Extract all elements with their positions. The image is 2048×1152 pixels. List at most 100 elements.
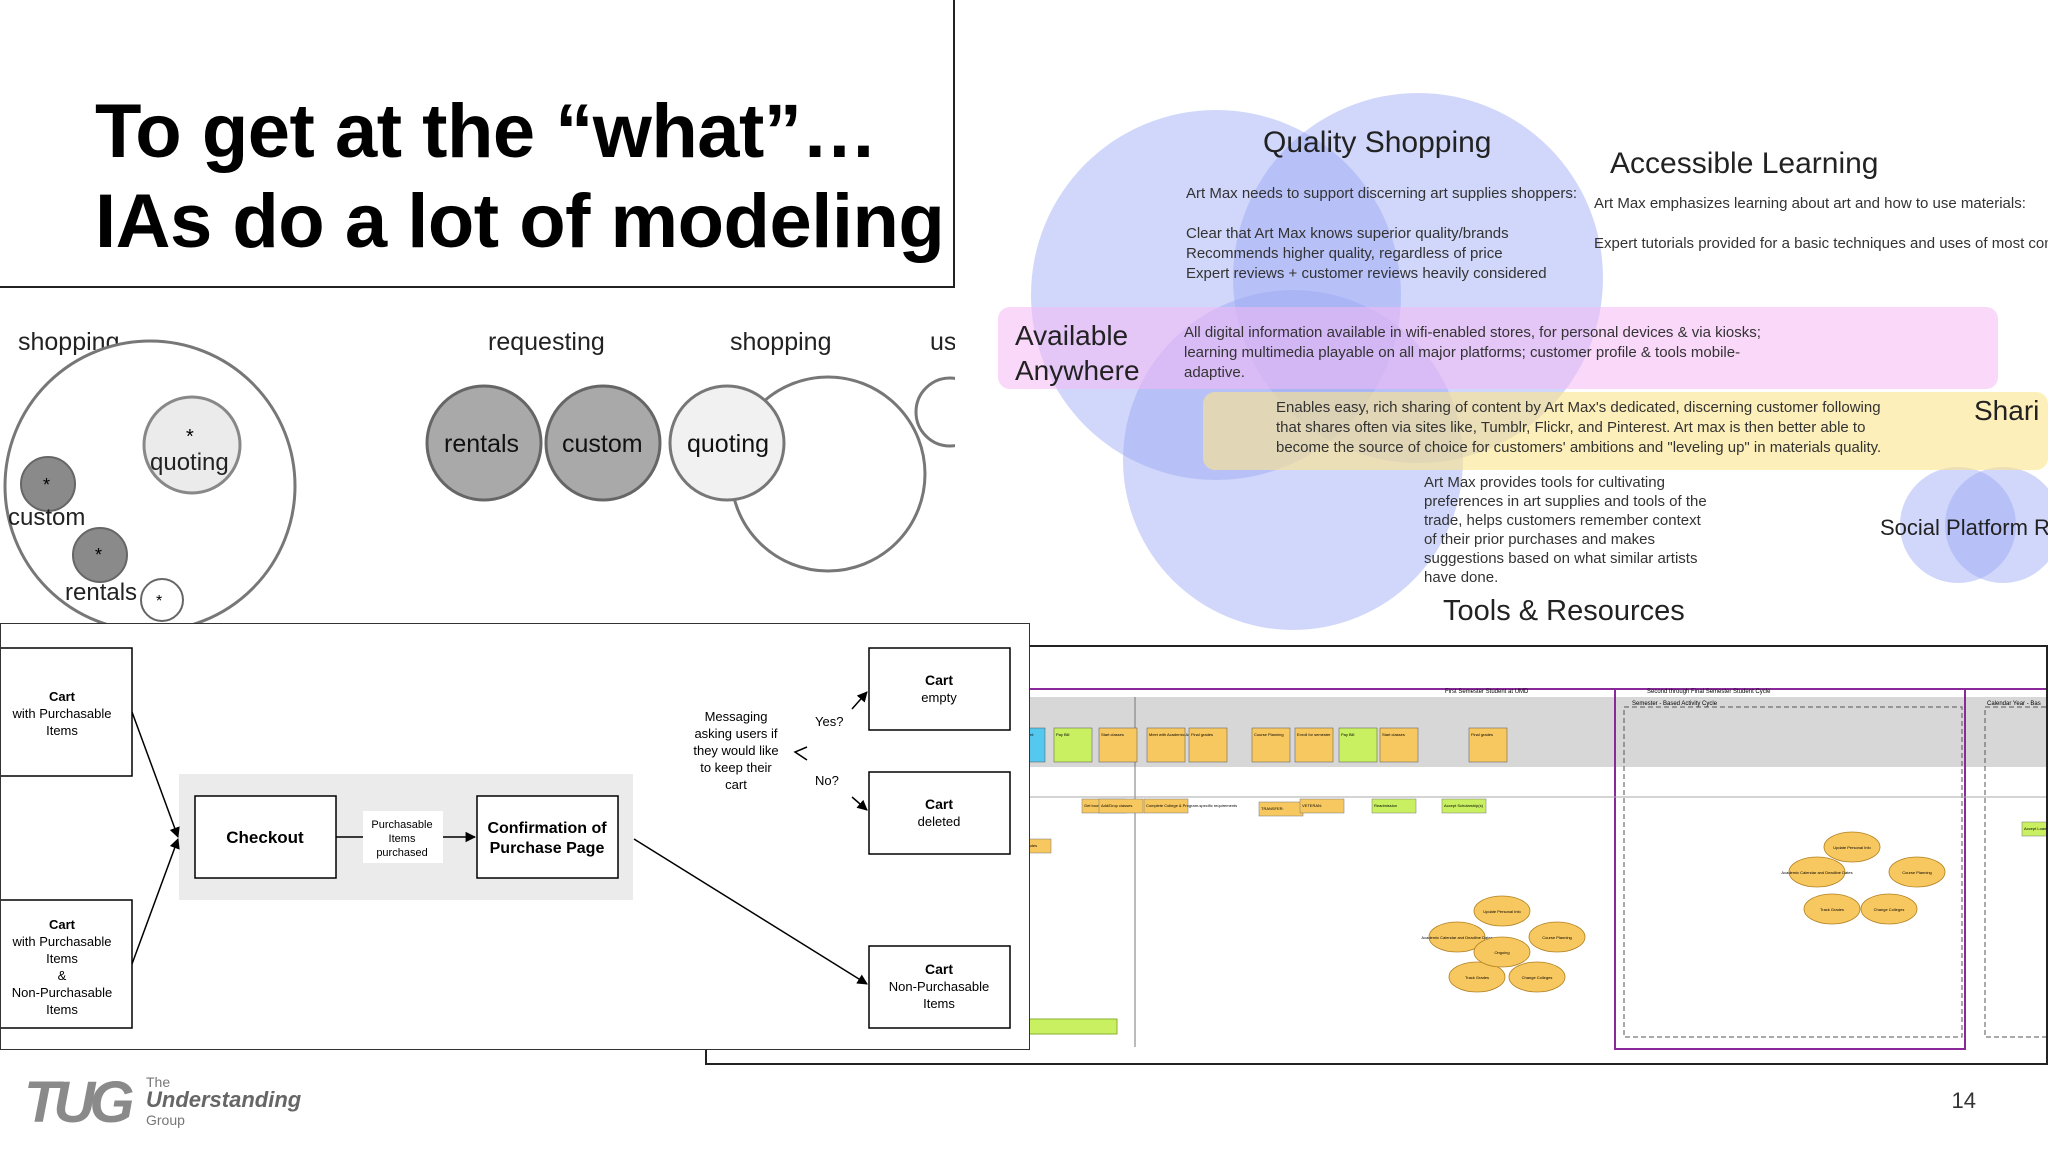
logo-line-2: Understanding (146, 1087, 302, 1112)
social-circle-1 (1900, 467, 2016, 583)
cart-mixed-line3: Items (46, 951, 78, 966)
tools-title: Tools & Resources (1443, 595, 1685, 627)
journey-bubble-label: Track Grades (1820, 907, 1844, 912)
edge-label-bg (363, 811, 443, 863)
journey-step-label: Final grades (1191, 732, 1213, 737)
messaging-line3: they would like (693, 743, 778, 758)
journey-step-label: Final grades (1471, 732, 1493, 737)
company-logo: TUG The Understanding Group (24, 1070, 314, 1135)
checkout-flowchart: Cart with Purchasable Items Cart with Pu… (0, 623, 1030, 1050)
journey-bubble-label: Ongoing (1494, 950, 1509, 955)
logo-mark: TUG (24, 1070, 133, 1130)
journey-bubble-label: Track Grades (1465, 975, 1489, 980)
journey-step-label: Course Planning (1254, 732, 1284, 737)
journey-bubble (1860, 893, 1918, 925)
tiny-asterisk: * (156, 593, 162, 610)
journey-bubble (1823, 831, 1881, 863)
journey-bubble (1803, 893, 1861, 925)
journey-note-label: Add/Drop classes (1101, 803, 1132, 808)
checkout-node (194, 795, 337, 879)
social-title: Social Platform R (1880, 515, 2048, 540)
available-band (998, 307, 1998, 389)
edge-label-2: Items (389, 833, 416, 845)
journey-bubble-label: Change Colleges (1874, 907, 1905, 912)
journey-note-card (2021, 821, 2046, 837)
journey-header-4: Calendar Year - Bas (1987, 701, 2041, 707)
cart-mixed-node (1, 899, 133, 1029)
journey-bubble (1473, 936, 1531, 968)
journey-calendar-frame (1984, 706, 2046, 1038)
confirmation-line2: Purchase Page (490, 840, 605, 857)
bubble-label-requesting: requesting (488, 328, 605, 356)
cart-deleted-node (868, 771, 1011, 855)
tools-text-1: Art Max provides tools for cultivating (1424, 474, 1665, 491)
cart-deleted-title: Cart (925, 796, 953, 812)
page-number: 14 (1951, 1088, 1976, 1113)
journey-bubble (1508, 961, 1566, 993)
journey-step-card (1188, 727, 1228, 763)
journey-step-card (1468, 727, 1508, 763)
tools-text-4: of their prior purchases and makes (1424, 531, 1655, 548)
cart-purchasable-line2: with Purchasable (12, 706, 112, 721)
arrow-confirmation-nonpurch (633, 838, 868, 985)
journey-bubble-label: Course Planning (1902, 870, 1932, 875)
journey-step-label: Start classes (1382, 732, 1405, 737)
cart-mixed-line1: Cart (49, 917, 76, 932)
sharing-band (1203, 392, 2048, 470)
quality-intro: Art Max needs to support discerning art … (1186, 185, 1577, 202)
journey-bubble (1428, 921, 1486, 953)
journey-bubble-label: Update Personal Info (1833, 845, 1871, 850)
sharing-text-1: Enables easy, rich sharing of content by… (1276, 399, 1881, 416)
journey-note-label: Readmission (1374, 803, 1397, 808)
journey-note-card (1371, 798, 1417, 814)
journey-bubble (1473, 895, 1531, 927)
slide-title-line-1: To get at the “what”… (95, 89, 877, 174)
arrow-no (851, 796, 868, 811)
journey-note-card (1299, 798, 1345, 814)
custom-bubble-label: custom (562, 430, 643, 458)
journey-bubble (1888, 856, 1946, 888)
cart-nonpurch-node (868, 945, 1011, 1029)
rentals-bubble-label: rentals (444, 430, 519, 458)
journey-step-card (1098, 727, 1138, 763)
custom-small-circle (20, 456, 76, 512)
sharing-title: Shari (1974, 395, 2039, 426)
journey-note-card (1098, 798, 1144, 814)
journey-note-card (1143, 798, 1189, 814)
tools-text-2: preferences in art supplies and tools of… (1424, 493, 1707, 510)
tools-text-3: trade, helps customers remember context (1424, 512, 1702, 529)
edge-label-3: purchased (376, 847, 427, 859)
arrow-yes (851, 691, 868, 710)
sharing-text-2: that shares often via sites like, Tumblr… (1276, 419, 1865, 436)
available-text-2: learning multimedia playable on all majo… (1184, 344, 1740, 361)
tools-text-5: suggestions based on what similar artist… (1424, 550, 1697, 567)
cart-nonpurch-title: Cart (925, 961, 953, 977)
quoting-small-label: quoting (150, 449, 229, 476)
rentals-bubble (425, 384, 543, 502)
journey-step-label: Enroll for semester (1297, 732, 1331, 737)
cart-mixed-line5: Non-Purchasable (12, 985, 112, 1000)
journey-note-label: Accept Loan(s) (2024, 826, 2048, 831)
journey-header-2: Second through Final Semester Student Cy… (1647, 689, 1771, 695)
available-title-1: Available (1015, 320, 1128, 351)
available-text-3: adaptive. (1184, 364, 1245, 381)
journey-step-label: Start classes (1101, 732, 1124, 737)
learning-title: Accessible Learning (1610, 147, 1879, 180)
arrow-cart1-checkout (131, 711, 180, 838)
bubble-label-shopping-2: shopping (730, 328, 831, 356)
quoting-bubble-label: quoting (687, 430, 769, 458)
slide-title-line-2: IAs do a lot of modeling (95, 179, 945, 264)
journey-step-label: Meet with Academic Advisor (1149, 732, 1199, 737)
journey-cycle-frame (1614, 688, 1966, 1050)
quoting-circle (142, 395, 242, 495)
venn-diagram: Quality Shopping Art Max needs to suppor… (958, 0, 2048, 645)
journey-step-card (1251, 727, 1291, 763)
journey-bubble (1528, 921, 1586, 953)
journey-bubble (1448, 961, 1506, 993)
cart-deleted-label: deleted (918, 814, 961, 829)
logo-line-1: The (146, 1074, 170, 1090)
custom-small-label: custom (8, 504, 85, 531)
journey-bubble-label: Academic Calendar and Deadline Dates (1781, 870, 1852, 875)
bubble-diagram: shopping requesting shopping us * quotin… (0, 288, 955, 623)
